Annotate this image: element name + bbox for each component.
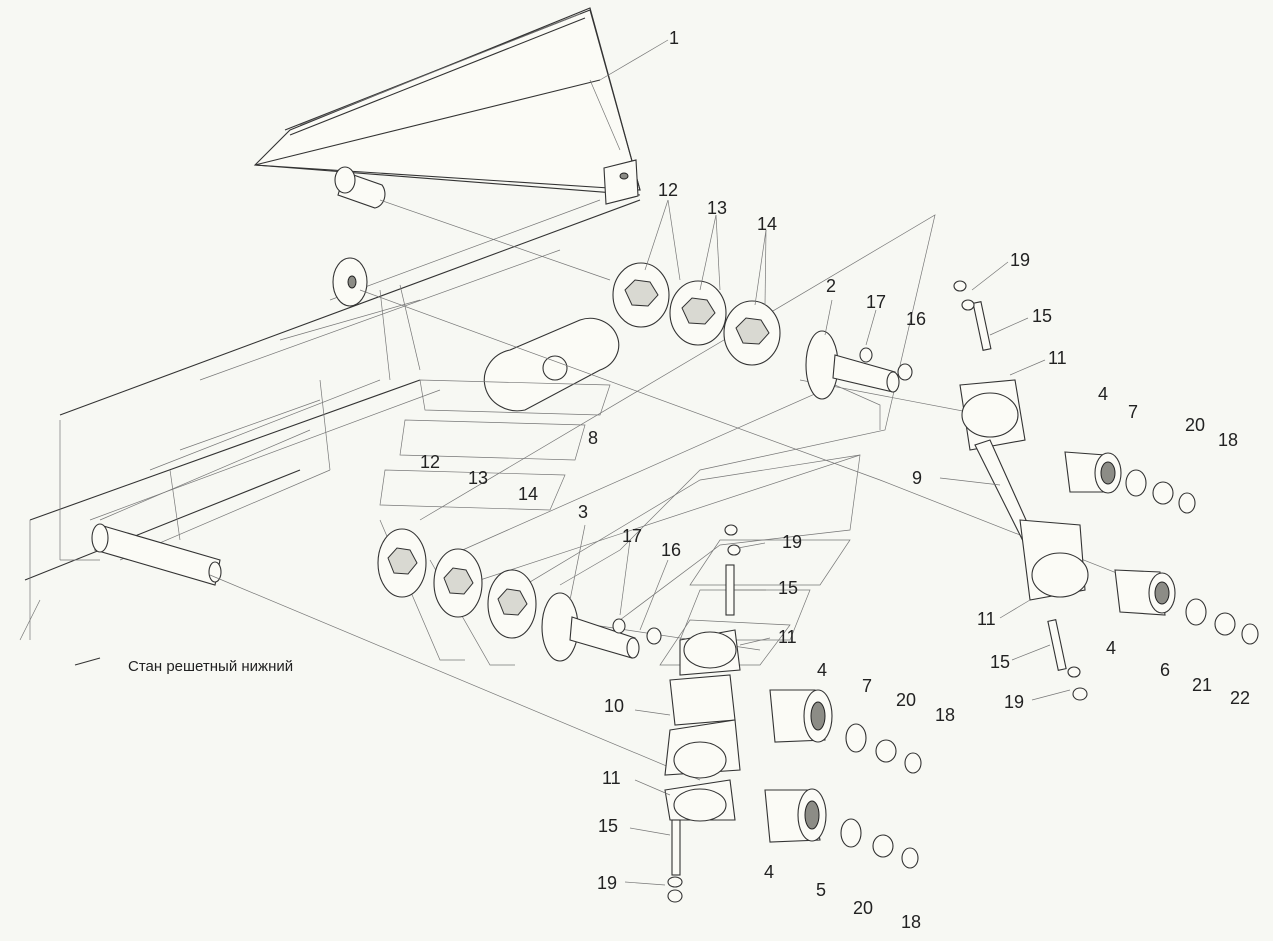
callout-17: 17: [866, 292, 886, 312]
callout-20: 20: [896, 690, 916, 710]
disc-group-lower: [377, 528, 537, 639]
callout-3: 3: [578, 502, 588, 522]
callout-5: 5: [816, 880, 826, 900]
callout-4: 4: [817, 660, 827, 680]
flange-shaft-2: [805, 330, 913, 400]
callout-11: 11: [977, 609, 996, 629]
callout-10: 10: [604, 696, 624, 716]
callout-18: 18: [1218, 430, 1238, 450]
callout-13: 13: [468, 468, 488, 488]
callout-2: 2: [826, 276, 836, 296]
callout-4: 4: [1106, 638, 1116, 658]
callout-21: 21: [1192, 675, 1212, 695]
callout-19: 19: [782, 532, 802, 552]
plate-outlines: [379, 214, 936, 666]
callout-16: 16: [906, 309, 926, 329]
callout-4: 4: [1098, 384, 1108, 404]
callout-6: 6: [1160, 660, 1170, 680]
callout-14: 14: [757, 214, 777, 234]
callout-1: 1: [669, 28, 679, 48]
callout-18: 18: [935, 705, 955, 725]
callout-15: 15: [598, 816, 618, 836]
callout-16: 16: [661, 540, 681, 560]
callout-7: 7: [862, 676, 872, 696]
callout-7: 7: [1128, 402, 1138, 422]
bearing-stack-lower-2: [764, 788, 919, 869]
connecting-rod-10: [664, 629, 741, 903]
oval-gasket: [483, 317, 620, 412]
callout-4: 4: [764, 862, 774, 882]
callout-15: 15: [1032, 306, 1052, 326]
callout-12: 12: [420, 452, 440, 472]
callout-20: 20: [853, 898, 873, 918]
callout-14: 14: [518, 484, 538, 504]
callout-20: 20: [1185, 415, 1205, 435]
callout-19: 19: [597, 873, 617, 893]
callout-19: 19: [1010, 250, 1030, 270]
callout-13: 13: [707, 198, 727, 218]
sieve-frame: [19, 7, 641, 666]
callout-11: 11: [602, 768, 621, 788]
callout-12: 12: [658, 180, 678, 200]
disc-group-upper: [612, 262, 781, 366]
assembly-caption: Стан решетный нижний: [128, 658, 293, 675]
callout-8: 8: [588, 428, 598, 448]
callout-17: 17: [622, 526, 642, 546]
callout-19: 19: [1004, 692, 1024, 712]
callout-18: 18: [901, 912, 921, 932]
bearing-stack-right: [1114, 569, 1259, 645]
callout-labels: 1 12 13 14 2 17 16 19 15 11 4 7 20 18 9 …: [420, 28, 1250, 932]
connecting-rod-9: [953, 280, 1089, 701]
callout-11: 11: [1048, 348, 1067, 368]
callout-22: 22: [1230, 688, 1250, 708]
callout-leaders: [569, 39, 1071, 886]
callout-9: 9: [912, 468, 922, 488]
bearing-stack-lower-1: [769, 689, 922, 774]
pin-set-middle: [724, 524, 741, 616]
callout-11: 11: [778, 627, 797, 647]
bearing-stack-upper: [1064, 451, 1196, 514]
flange-shaft-3: [541, 592, 662, 662]
callout-15: 15: [778, 578, 798, 598]
callout-15: 15: [990, 652, 1010, 672]
